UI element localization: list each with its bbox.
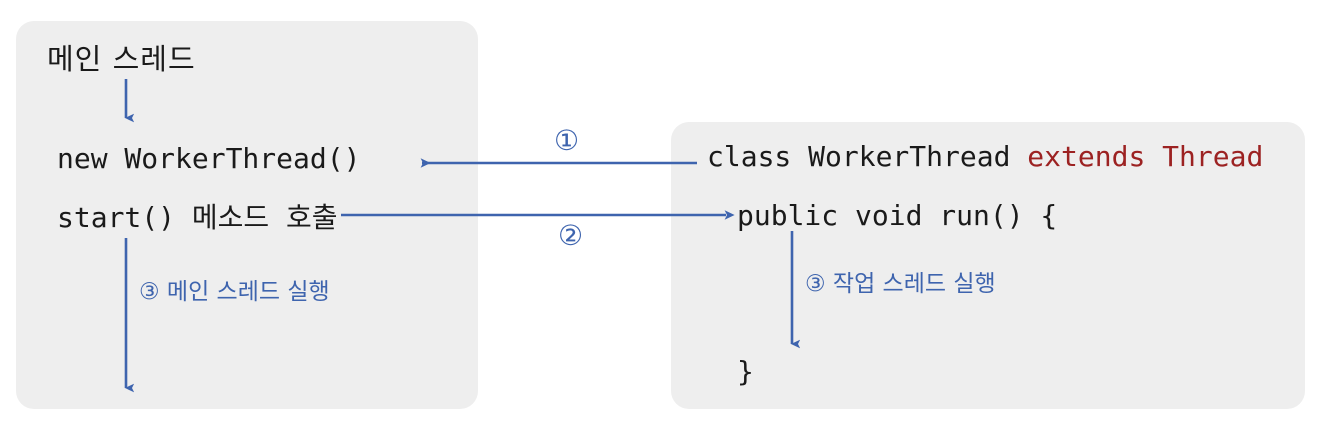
code-run-method-declaration: public void run() {	[737, 199, 1058, 232]
step-number-one: ①	[554, 124, 580, 157]
code-extends-keyword: extends Thread	[1027, 140, 1264, 173]
main-thread-heading: 메인 스레드	[47, 42, 196, 76]
step-number-two: ②	[558, 219, 584, 252]
code-closing-brace: }	[737, 355, 754, 388]
code-class-declaration: class WorkerThread extends Thread	[707, 140, 1263, 173]
note-main-thread-execution: ③ 메인 스레드 실행	[139, 279, 330, 305]
code-start-method-call: start() 메소드 호출	[57, 201, 338, 234]
note-worker-thread-execution: ③ 작업 스레드 실행	[805, 271, 996, 297]
code-new-workerthread: new WorkerThread()	[57, 142, 361, 175]
worker-thread-panel	[671, 122, 1305, 409]
code-class-declaration-plain: class WorkerThread	[707, 140, 1028, 173]
